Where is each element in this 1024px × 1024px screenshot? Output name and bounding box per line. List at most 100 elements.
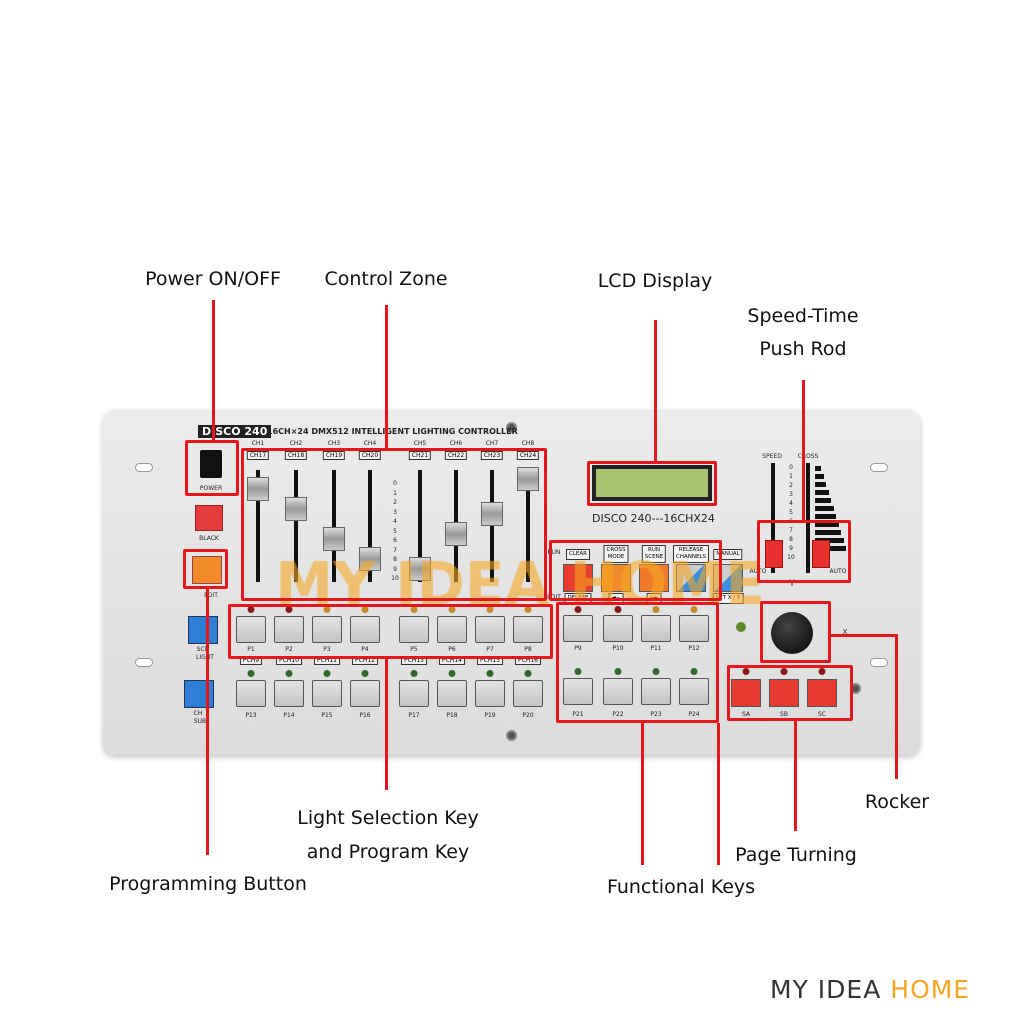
line-power [212,300,215,440]
program-key-p18[interactable] [437,680,467,707]
speed-label: SPEED [762,453,782,460]
scale-tick: 2 [393,499,397,506]
fader-track [490,470,494,582]
cross-bar [815,530,841,535]
program-key-p23[interactable] [641,678,671,705]
speed-scale-tick: 9 [789,545,793,552]
fader-knob[interactable] [247,477,269,501]
fader-track [256,470,260,582]
sub-label: SUB [193,718,207,725]
box-function-bottom [556,602,719,723]
key-label: P23 [650,711,662,718]
scale-tick: 0 [393,480,397,487]
key-label: P12 [688,645,700,652]
cross-bar [815,498,831,503]
program-key-p13[interactable] [236,680,266,707]
led [410,670,418,677]
scene-light-button[interactable] [188,616,218,644]
alt-channel-label: CH19 [322,451,346,460]
label-rocker: Rocker [864,791,930,813]
led [742,668,750,675]
key-label: P16 [359,712,371,719]
fader-knob[interactable] [323,527,345,551]
cross-label: CROSS [797,453,819,460]
led [524,670,532,677]
led [486,670,494,677]
program-key-p24[interactable] [679,678,709,705]
scale-tick: 5 [393,527,397,535]
black-button[interactable] [195,505,223,531]
line-page [794,721,797,831]
label-light-1: Light Selection Key [297,807,479,829]
speed-scale-tick: 8 [789,536,793,543]
program-key-p14[interactable] [274,680,304,707]
page-key-label: SC [818,711,826,718]
speed-scale-tick: 5 [789,509,793,516]
program-key-p21[interactable] [563,678,593,705]
label-page-turning: Page Turning [735,844,857,866]
footer-part2: HOME [890,975,971,1004]
program-key-p15[interactable] [312,680,342,707]
fader-knob[interactable] [285,497,307,521]
label-functional: Functional Keys [606,876,756,898]
program-key-p17[interactable] [399,680,429,707]
brand-label: DISCO 240 [198,425,272,438]
subtitle: 16CH×24 DMX512 INTELLIGENT LIGHTING CONT… [267,427,518,436]
fader-track [418,470,422,582]
box-function-top [549,540,722,601]
channel-label: CH6 [449,440,463,447]
cross-bar [815,546,846,551]
channel-label: CH8 [521,440,535,447]
power-label: POWER [199,485,223,492]
key-label: P7 [486,646,494,653]
program-key-p19[interactable] [475,680,505,707]
box-rocker [760,601,831,663]
fader-track [526,470,530,582]
label-speed-2: Push Rod [759,338,847,360]
cross-bar [815,506,834,511]
mount-hole [870,463,888,472]
led [247,670,255,677]
mount-hole [135,658,153,667]
speed-scale-tick: 3 [789,491,793,498]
line-lcd [654,320,657,461]
speed-scale-tick: 2 [789,482,793,489]
key-label: P3 [323,646,331,653]
power-switch[interactable] [200,450,222,478]
fader-knob[interactable] [445,522,467,546]
cross-bar [815,482,826,487]
led [818,668,826,675]
ch-sub-button[interactable] [184,680,214,708]
x-label: X [842,628,848,636]
label-lcd: LCD Display [597,270,713,292]
screw [506,422,517,433]
page-key-sa[interactable] [731,679,761,707]
led [690,668,698,675]
line-rocker-h [831,634,898,637]
fader-track [294,470,298,582]
line-rocker-v [895,634,898,779]
box-page-turning [727,665,853,721]
led [448,670,456,677]
box-speed [757,520,851,583]
scn-label: SCN [196,646,210,653]
fader-knob[interactable] [517,467,539,491]
box-lcd [587,461,717,506]
line-functional-2 [717,723,720,865]
black-label: BLACK [199,535,219,542]
key-label: P8 [524,646,532,653]
speed-scale-tick: 4 [789,500,793,507]
lcd-bezel [592,465,712,501]
page-key-sb[interactable] [769,679,799,707]
program-key-p16[interactable] [350,680,380,707]
key-label: P19 [484,712,496,719]
fader-knob[interactable] [481,502,503,526]
page-key-sc[interactable] [807,679,837,707]
program-key-p20[interactable] [513,680,543,707]
lcd-caption: DISCO 240---16CHX24 [592,512,715,525]
program-key-p22[interactable] [603,678,633,705]
box-programming [183,549,228,589]
speed-scale-tick: 0 [789,464,793,471]
box-light-selection [228,604,553,659]
key-label: P20 [522,712,534,719]
